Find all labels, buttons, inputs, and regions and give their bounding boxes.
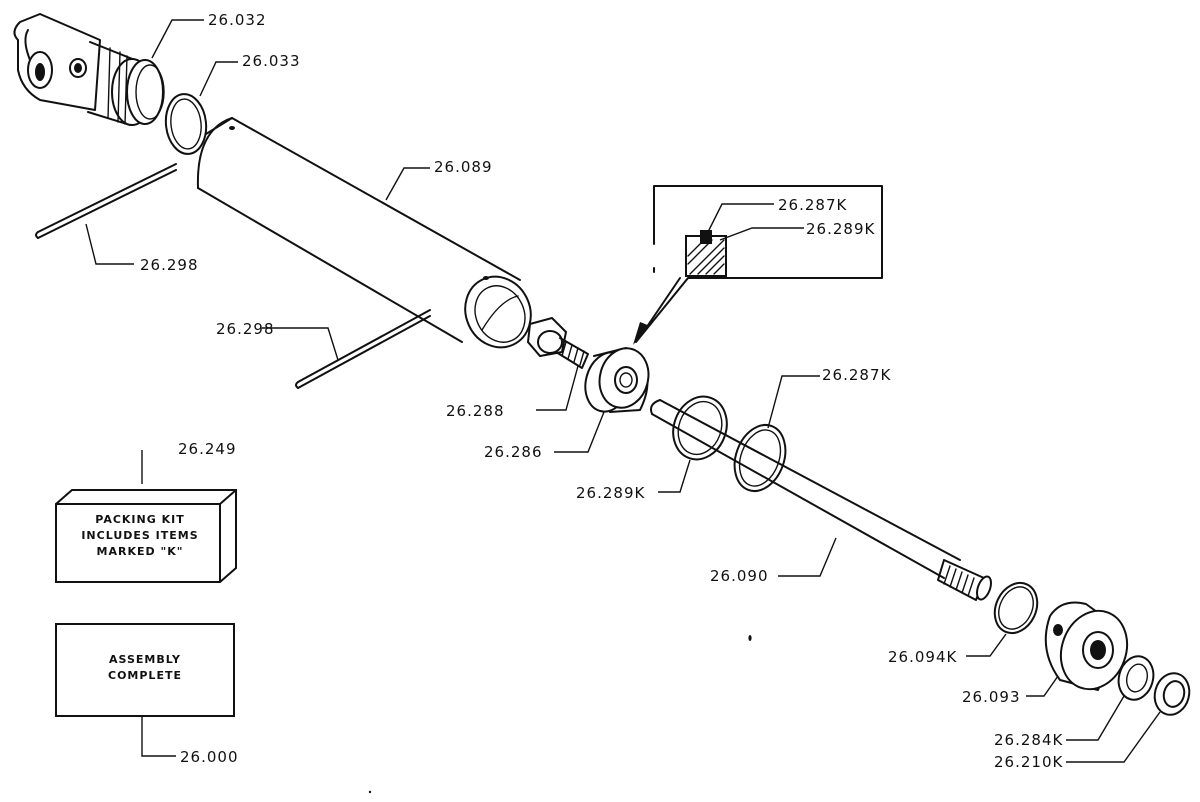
part-26298-pin-lower <box>295 309 431 389</box>
label-26287k-inset: 26.287K <box>778 196 848 214</box>
assembly-complete-box <box>55 623 235 717</box>
label-26288: 26.288 <box>446 402 505 420</box>
part-26094k-o-ring <box>993 581 1039 635</box>
label-26090: 26.090 <box>710 567 769 585</box>
part-26093-gland-nut <box>1044 601 1129 691</box>
leader-lines <box>85 19 1161 763</box>
label-26249: 26.249 <box>178 440 237 458</box>
part-26090-piston-rod <box>650 399 992 601</box>
part-26289k-o-ring <box>672 395 728 461</box>
inset-seal-detail <box>633 185 883 345</box>
part-26033-o-ring <box>164 93 208 155</box>
packing-kit-line-1: PACKING KIT <box>95 513 185 526</box>
part-26288-bolt <box>526 316 589 369</box>
speck <box>748 635 752 641</box>
assembly-line-1: ASSEMBLY <box>109 653 181 666</box>
label-26089: 26.089 <box>434 158 493 176</box>
label-26000: 26.000 <box>180 748 239 766</box>
label-26094k: 26.094K <box>888 648 958 666</box>
label-26289k: 26.289K <box>576 484 646 502</box>
assembly-line-2: COMPLETE <box>108 669 182 682</box>
label-26289k-inset: 26.289K <box>806 220 876 238</box>
label-26093: 26.093 <box>962 688 1021 706</box>
label-26210k: 26.210K <box>994 753 1064 771</box>
part-26284k-seal <box>1117 655 1155 701</box>
part-26287k-backup-ring <box>733 424 787 492</box>
label-26033: 26.033 <box>242 52 301 70</box>
part-26210k-wiper <box>1153 672 1191 716</box>
assembly-complete-text: ASSEMBLY COMPLETE <box>60 652 230 684</box>
part-26286-piston <box>584 347 650 413</box>
speck <box>368 790 372 794</box>
label-26286: 26.286 <box>484 443 543 461</box>
part-26032-clevis-end <box>13 13 165 126</box>
label-26284k: 26.284K <box>994 731 1064 749</box>
packing-kit-box <box>55 489 237 583</box>
label-26287k: 26.287K <box>822 366 892 384</box>
packing-kit-line-3: MARKED "K" <box>96 545 184 558</box>
label-26298-lower: 26.298 <box>216 320 275 338</box>
label-26032: 26.032 <box>208 11 267 29</box>
packing-kit-line-2: INCLUDES ITEMS <box>81 529 199 542</box>
packing-kit-text: PACKING KIT INCLUDES ITEMS MARKED "K" <box>62 512 218 560</box>
part-26298-pin-upper <box>35 163 177 239</box>
label-26298-upper: 26.298 <box>140 256 199 274</box>
